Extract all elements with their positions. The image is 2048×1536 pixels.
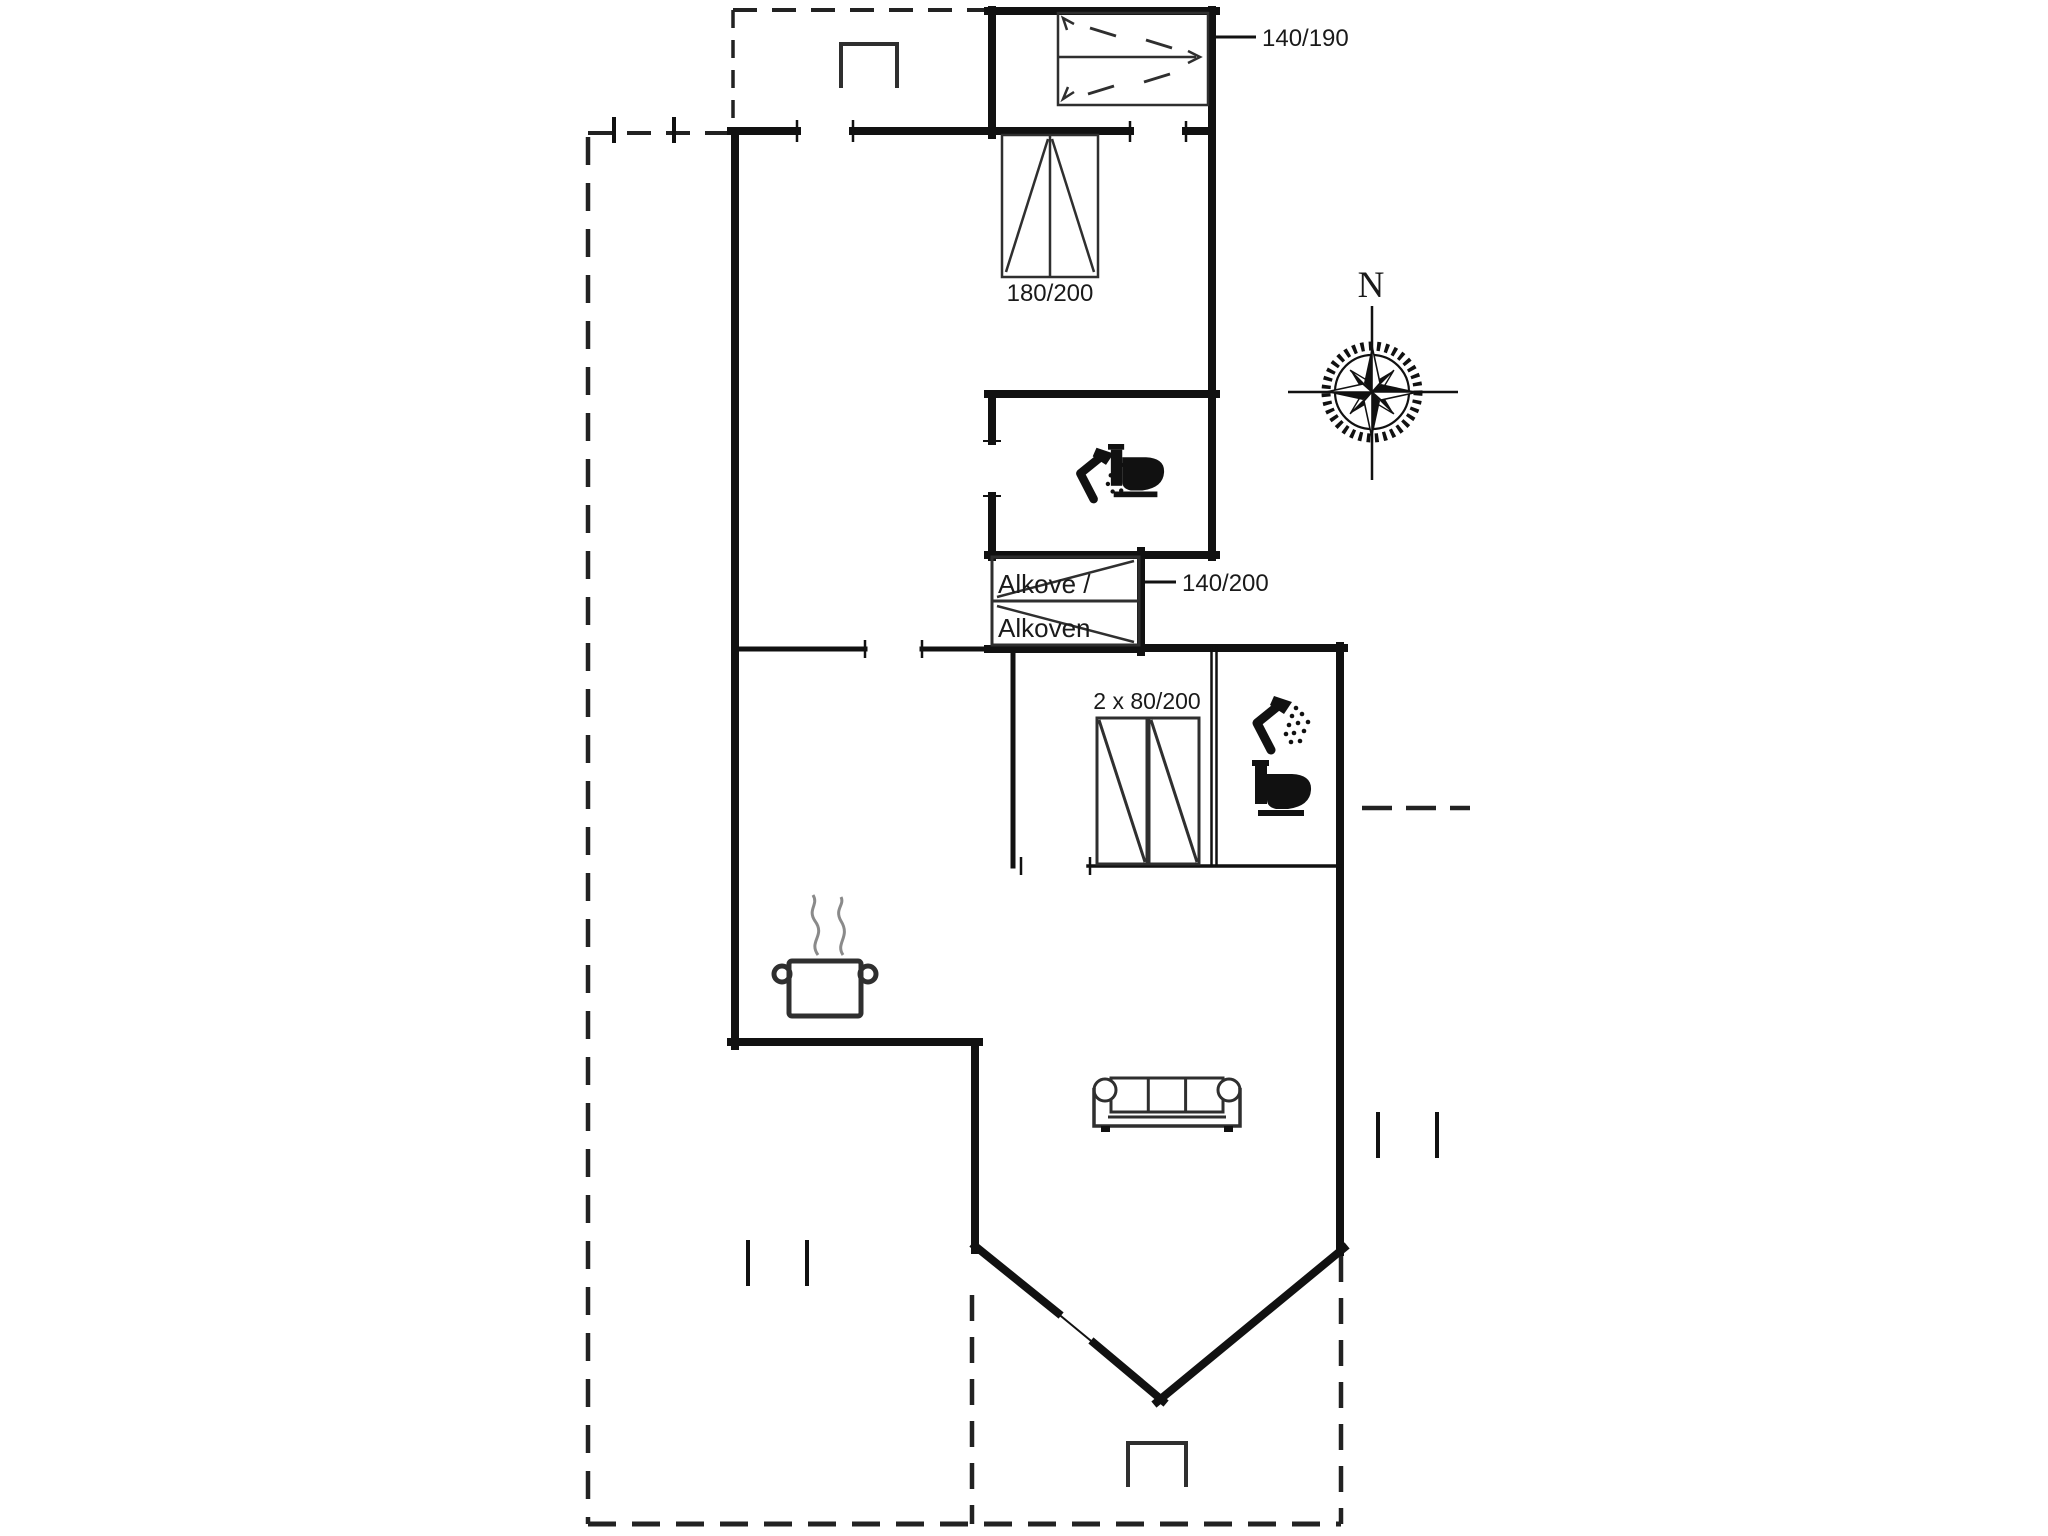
sofa-foot — [1101, 1126, 1110, 1132]
terrace-dashed-boundary — [585, 8, 1470, 1527]
bed-arrow-right — [1187, 49, 1203, 65]
alcove-bed — [990, 555, 1141, 647]
duvet-mark — [1143, 72, 1171, 84]
shower-icon — [1257, 696, 1310, 750]
compass-ray-n — [1363, 345, 1381, 393]
alcove-diagonal-top — [996, 559, 1135, 599]
sofa-arm-right — [1216, 1077, 1242, 1103]
interior-walls — [732, 646, 1342, 869]
double-bed-180x200 — [1000, 133, 1100, 279]
sofa-back-cushions — [1109, 1076, 1225, 1114]
toilet-icon — [1108, 444, 1165, 498]
sofa-arm-left — [1092, 1077, 1118, 1103]
toilet-icon — [1252, 760, 1312, 816]
bathroom-2-fixtures — [1252, 696, 1311, 816]
bed-outline — [1147, 716, 1201, 866]
bed-diagonal-right — [1050, 138, 1096, 273]
compass-ray-w — [1325, 383, 1373, 401]
compass-ray-e — [1371, 383, 1419, 401]
labels: 140/190 180/200 Alkove / Alkoven 140/200… — [998, 25, 1384, 714]
bed-corner-arrow-bottom — [1060, 86, 1075, 103]
entrance-steps-icon — [839, 42, 1188, 1487]
bed-corner-arrow-top — [1060, 15, 1075, 31]
double-bed-140x190 — [1056, 11, 1210, 107]
duvet-mark — [1087, 84, 1115, 96]
bed-diagonal — [1097, 719, 1147, 863]
bed-diagonal-left — [1004, 138, 1050, 273]
compass-ray-s — [1363, 391, 1381, 439]
compass-rose-icon — [1288, 306, 1458, 480]
terrace-post-marks — [612, 117, 1439, 1286]
bed-left-size-label: 180/200 — [1007, 280, 1094, 307]
twin-bed-size-label: 2 x 80/200 — [1093, 688, 1200, 714]
alcove-diagonal-bottom — [996, 604, 1135, 644]
steam-wisp — [810, 894, 821, 956]
cooking-pot-icon — [771, 894, 879, 1019]
alcove-title-label: Alkove / — [998, 569, 1091, 599]
wall-diagonal-left-2 — [1088, 1337, 1169, 1407]
bed-diagonal — [1149, 719, 1199, 863]
steps-bottom — [1126, 1441, 1188, 1487]
duvet-mark — [1145, 38, 1173, 50]
sofa-icon — [1092, 1076, 1242, 1132]
bathroom-1-fixtures — [1080, 444, 1165, 499]
dimension-leaders — [1145, 35, 1256, 584]
bed-top-size-label: 140/190 — [1262, 25, 1349, 52]
twin-beds-2x80x200 — [1095, 716, 1201, 866]
duvet-mark — [1089, 26, 1117, 38]
steam-wisp — [837, 896, 846, 956]
sofa-foot — [1224, 1126, 1233, 1132]
steps-top — [839, 42, 899, 88]
wall-diagonal-left — [969, 1240, 1064, 1319]
bed-outline — [1095, 716, 1149, 866]
door-opening-ticks — [795, 120, 1188, 875]
alcove-size-label: 140/200 — [1182, 570, 1269, 597]
door-leaf-diagonal — [1055, 1311, 1097, 1346]
exterior-walls — [727, 6, 1350, 1408]
sofa-body-outline — [1092, 1088, 1242, 1128]
alcove-subtitle-label: Alkoven — [998, 613, 1091, 643]
wall-diagonal-right — [1151, 1242, 1350, 1408]
north-label: N — [1358, 265, 1385, 306]
pot-body — [786, 958, 864, 1019]
bed-outline — [1056, 11, 1210, 107]
